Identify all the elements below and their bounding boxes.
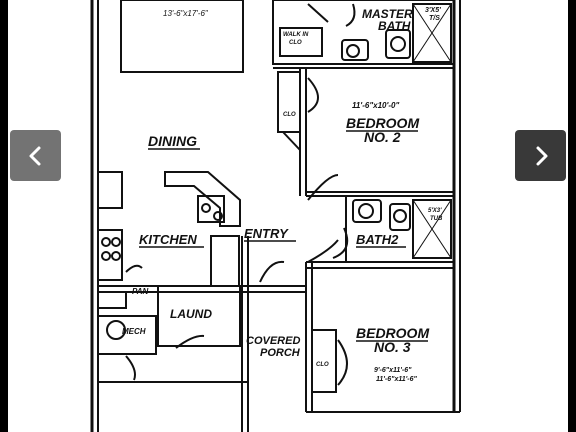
floor-plan-image: 13'-6"x17'-6" MASTER BATH 3'X5' T/S WALK… [8, 0, 568, 432]
bedroom2-label-2: NO. 2 [364, 129, 401, 145]
covered-porch-label: COVERED [246, 335, 300, 347]
mechanical-label: MECH [122, 327, 146, 336]
master-bath-label-2: BATH [378, 19, 411, 33]
bedroom2-label: BEDROOM [346, 115, 419, 131]
kitchen-label: KITCHEN [139, 232, 197, 247]
laundry-label: LAUND [170, 307, 212, 321]
dining-label: DINING [148, 133, 197, 149]
master-bath-label: MASTER [362, 7, 413, 21]
shower-note-2: T/S [429, 15, 440, 22]
closet-1-label: CLO [283, 112, 296, 118]
walk-in-closet-label: WALK IN [283, 32, 309, 38]
pantry-label: PAN [132, 287, 149, 296]
floor-plan-drawing: 13'-6"x17'-6" MASTER BATH 3'X5' T/S WALK… [90, 0, 461, 432]
next-image-button[interactable] [515, 130, 566, 181]
bedroom3-dimensions: 9'-6"x11'-6" [374, 367, 412, 374]
shower-note: 3'X5' [425, 7, 441, 14]
bedroom3-label-2: NO. 3 [374, 339, 411, 355]
bedroom2-dimensions: 11'-6"x10'-0" [352, 101, 399, 110]
top-room-dimensions: 13'-6"x17'-6" [163, 9, 209, 18]
covered-porch-label-2: PORCH [260, 347, 301, 359]
tub-note-2: TUB [430, 216, 443, 222]
bedroom3-dimensions-2: 11'-6"x11'-6" [376, 376, 418, 383]
bedroom3-label: BEDROOM [356, 325, 429, 341]
chevron-right-icon [536, 146, 547, 165]
closet-2-label: CLO [316, 362, 329, 368]
tub-note: 5'X3' [428, 208, 442, 214]
previous-image-button[interactable] [10, 130, 61, 181]
entry-label: ENTRY [244, 226, 289, 241]
bath2-label: BATH2 [356, 232, 399, 247]
walk-in-closet-label-2: CLO [289, 40, 302, 46]
chevron-left-icon [29, 146, 40, 165]
